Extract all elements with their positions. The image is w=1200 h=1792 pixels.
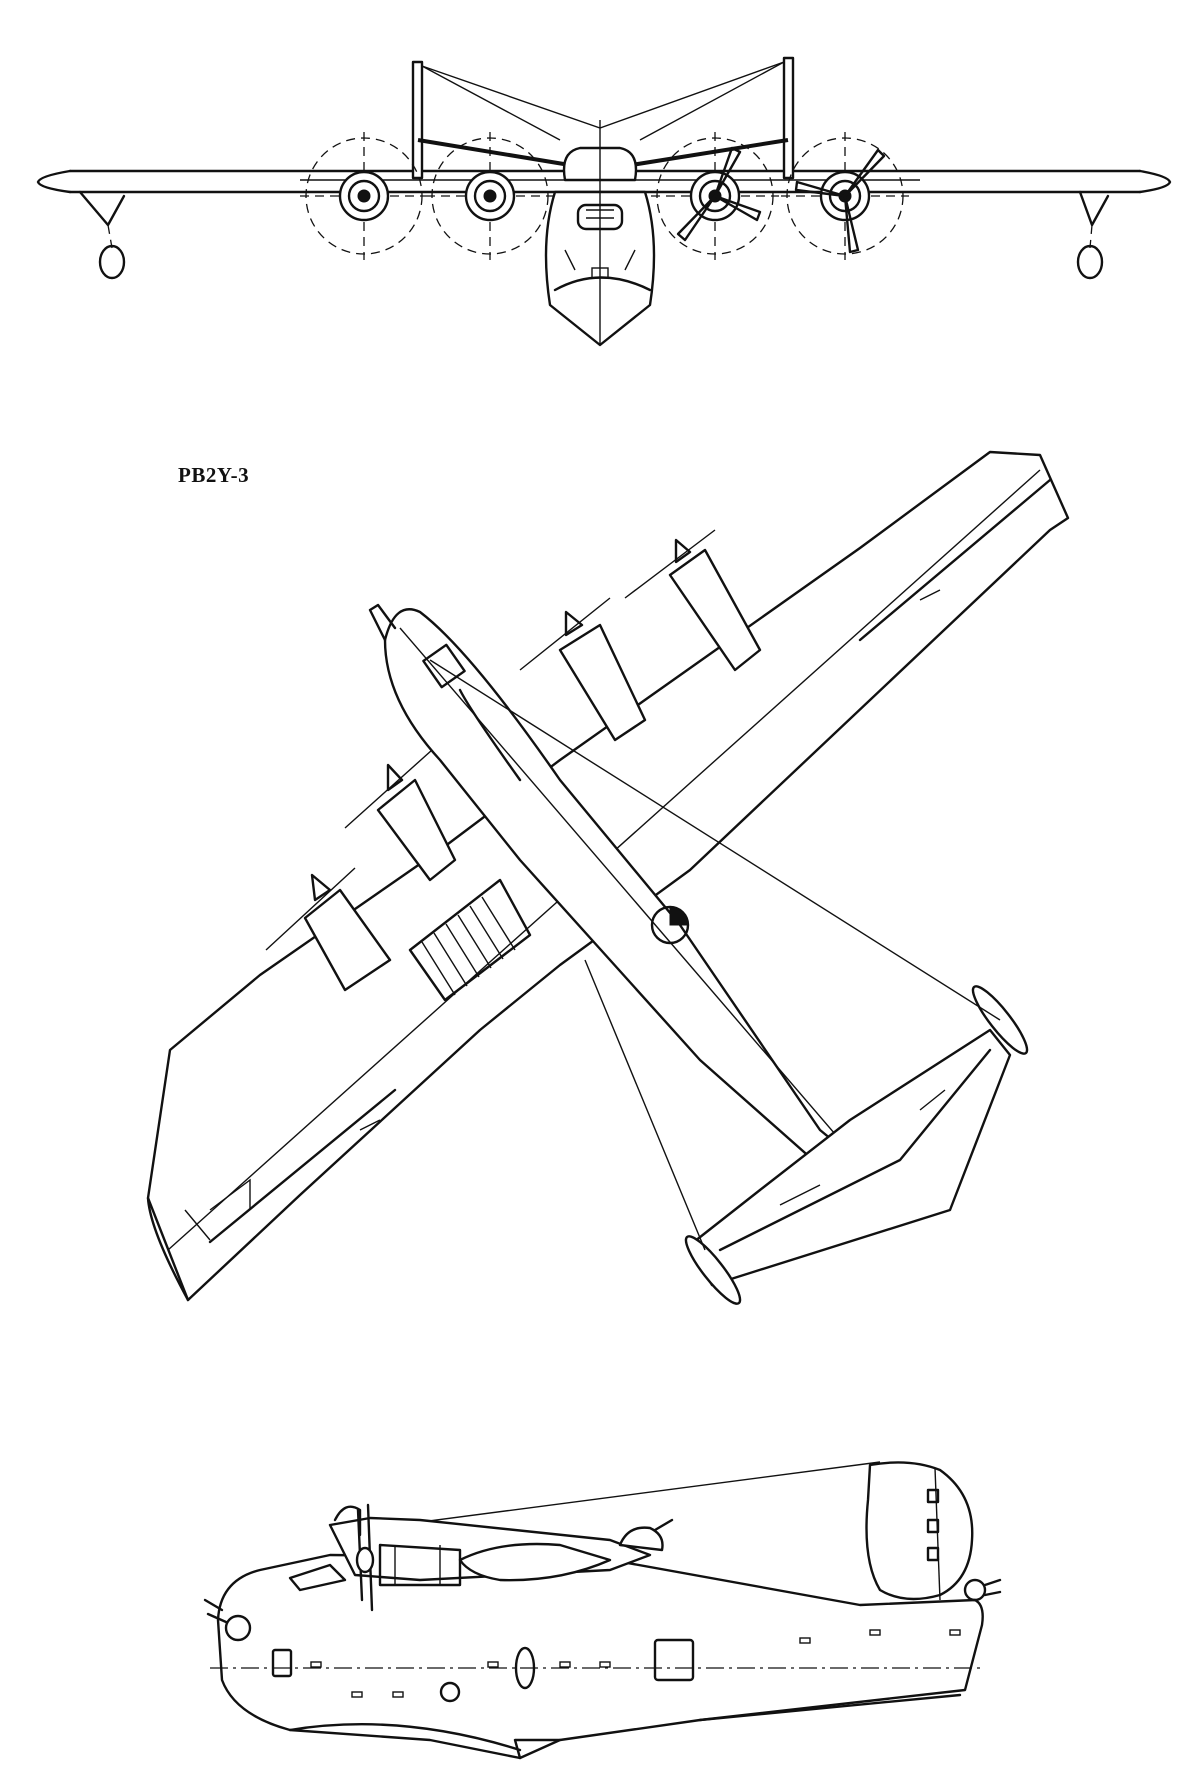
plan-view-reference-lines [429,659,1001,1251]
front-view-engines [300,132,909,260]
plan-view-wing-panels [408,878,532,1002]
side-view-antenna-line [359,1461,881,1531]
side-view-tail-fin [865,1461,974,1601]
front-view [36,56,1172,347]
side-view [203,1461,1002,1760]
plan-view-tail [688,1028,1012,1287]
front-view-hull [544,120,656,347]
front-view-wingtip-floats [78,190,1110,280]
plan-view-engines [265,529,762,992]
side-view-wing-engines [328,1503,674,1612]
plan-view [146,450,1070,1305]
model-label: PB2Y-3 [178,463,250,487]
plan-view-fuselage [368,603,907,1207]
side-view-hull [203,1553,1002,1760]
